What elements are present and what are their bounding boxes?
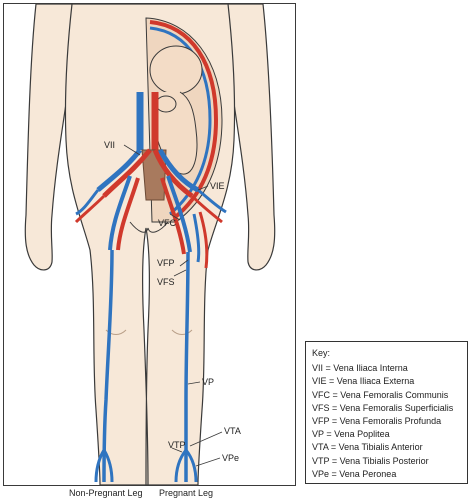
label-vie: VIE bbox=[210, 181, 225, 191]
key-item-vii: VII = Vena Iliaca Interna bbox=[312, 363, 408, 374]
key-item-vie: VIE = Vena Iliaca Externa bbox=[312, 376, 415, 387]
key-item-vfp: VFP = Vena Femoralis Profunda bbox=[312, 416, 442, 427]
left-femoral-vein bbox=[102, 249, 114, 483]
label-vfc: VFC bbox=[158, 218, 177, 228]
leader-lines bbox=[123, 144, 223, 467]
key-item-vp: VP = Vena Poplitea bbox=[312, 429, 390, 440]
caption-pregnant-leg: Pregnant Leg bbox=[159, 488, 213, 498]
key-item-vpe: VPe = Vena Peronea bbox=[312, 468, 397, 479]
legend-key-box: Key: VII = Vena Iliaca Interna VIE = Ven… bbox=[305, 341, 468, 484]
label-vta: VTA bbox=[224, 426, 241, 436]
label-vii: VII bbox=[104, 140, 115, 150]
key-item-vtp: VTP = Vena Tibialis Posterior bbox=[312, 455, 429, 466]
label-vfp: VFP bbox=[157, 258, 175, 268]
key-item-vfs: VFS = Vena Femoralis Superficialis bbox=[312, 402, 454, 413]
label-vfs: VFS bbox=[157, 277, 175, 287]
right-femoral-vein bbox=[184, 251, 190, 482]
label-vtp: VTP bbox=[168, 440, 186, 450]
vessel-tree bbox=[74, 92, 227, 483]
key-item-vfc: VFC = Vena Femoralis Communis bbox=[312, 389, 449, 400]
key-title: Key: bbox=[312, 348, 331, 358]
key-item-vta: VTA = Vena Tibialis Anterior bbox=[312, 442, 423, 453]
label-vp: VP bbox=[202, 377, 214, 387]
label-vpe: VPe bbox=[222, 453, 239, 463]
caption-non-pregnant-leg: Non-Pregnant Leg bbox=[69, 488, 143, 498]
